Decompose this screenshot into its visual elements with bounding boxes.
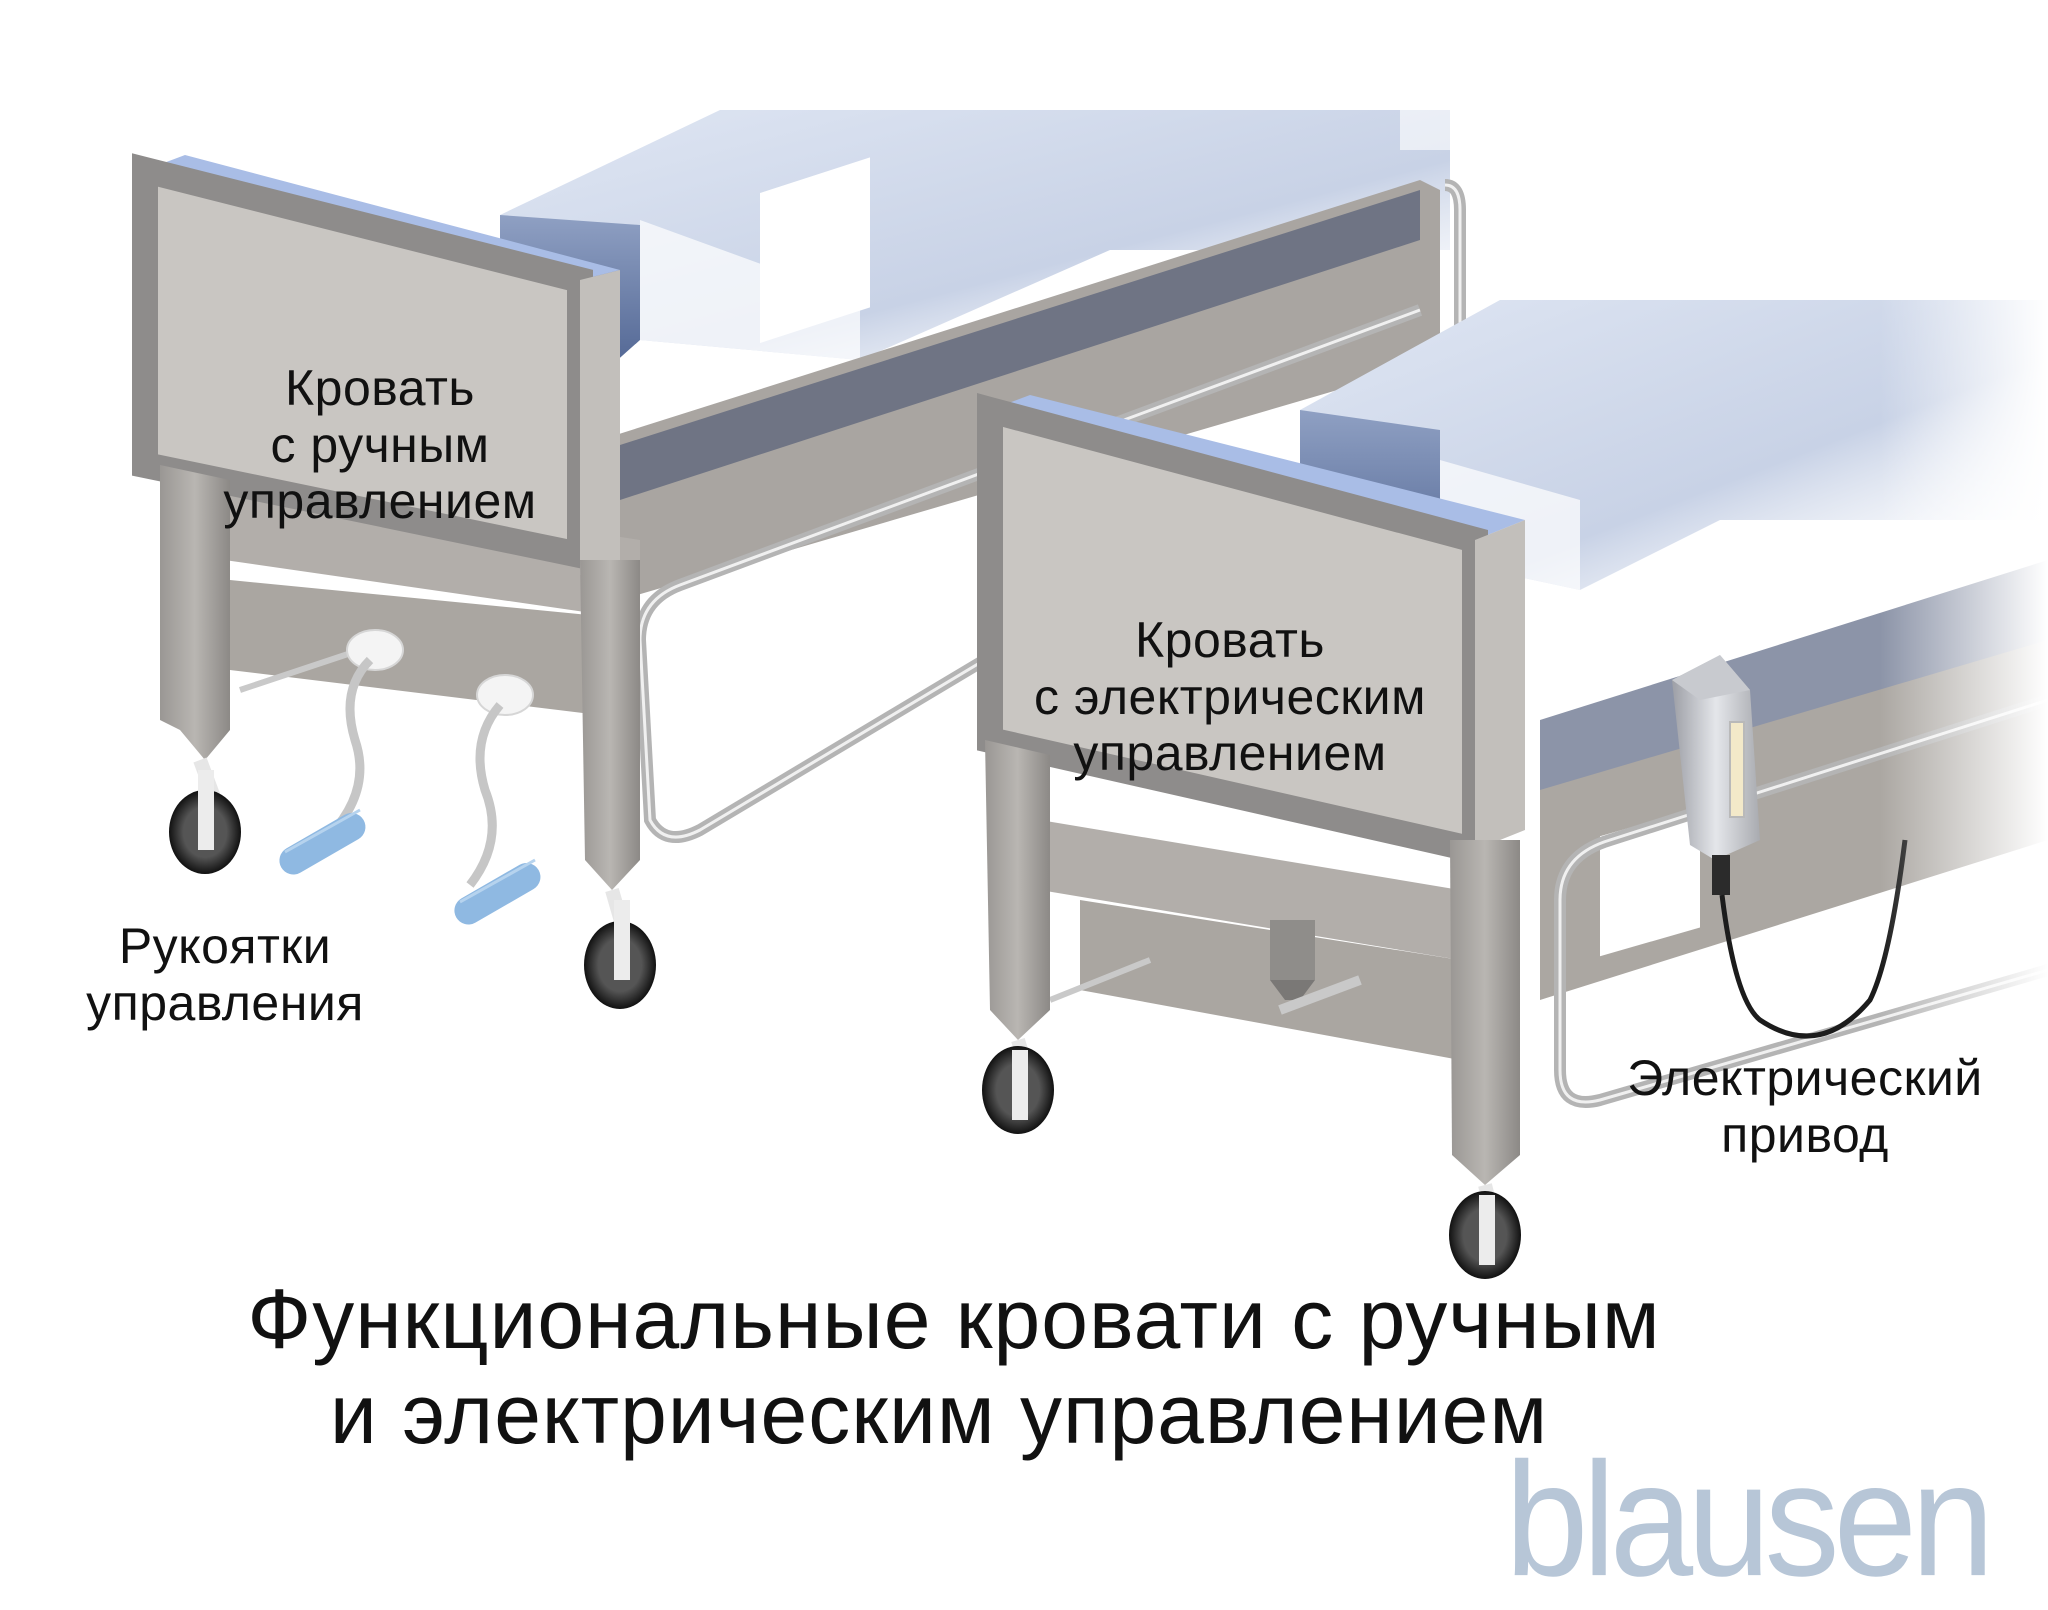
- crank-handle-2: [454, 674, 541, 925]
- manual-bed-leg-left: [160, 465, 230, 760]
- brand-logo: blausen: [1505, 1428, 1994, 1610]
- manual-bed-label-line-1: Кровать: [285, 360, 475, 416]
- electric-bed-motor: [1270, 920, 1362, 1015]
- manual-bed-headboard: [145, 170, 580, 555]
- manual-bed-label-line-2: с ручным: [270, 416, 490, 473]
- electric-bed-label-line-1: Кровать: [1135, 612, 1325, 668]
- figure-title: Функциональные кровати с ручным и электр…: [0, 1272, 2048, 1462]
- crank-handles-label-line-1: Рукоятки: [118, 918, 332, 974]
- electric-bed-caster-left: [982, 1037, 1054, 1134]
- electric-bed-leg-left: [985, 740, 1050, 1040]
- electric-actuator-label-line-1: Электрический: [1627, 1050, 1983, 1106]
- manual-bed-caster-left: [169, 757, 241, 874]
- electric-bed-headboard-label: Кровать с электрическим управлением: [995, 612, 1465, 782]
- figure-title-line-1: Функциональные кровати с ручным: [247, 1272, 1661, 1366]
- crank-handles-label-line-2: управления: [86, 974, 364, 1031]
- electric-bed-label-line-2: с электрическим: [1034, 668, 1426, 725]
- manual-bed-leg-right: [580, 560, 640, 890]
- manual-bed-headboard-label: Кровать с ручным управлением: [190, 360, 570, 530]
- electric-bed-caster-right: [1449, 1183, 1521, 1279]
- manual-bed-caster-right: [584, 888, 656, 1009]
- electric-bed-label-line-3: управлением: [1073, 725, 1387, 781]
- electric-bed-leg-right: [1450, 840, 1520, 1185]
- manual-bed: [132, 110, 1466, 1009]
- crank-handles-label: Рукоятки управления: [55, 918, 395, 1031]
- electric-actuator-icon: [1672, 655, 1908, 1039]
- manual-bed-label-line-3: управлением: [223, 473, 537, 529]
- figure-title-line-2: и электрическим управлением: [329, 1366, 1549, 1461]
- electric-actuator-label-line-2: привод: [1721, 1106, 1889, 1163]
- electric-actuator-label: Электрический привод: [1585, 1050, 2025, 1163]
- crank-handle-1: [279, 629, 404, 875]
